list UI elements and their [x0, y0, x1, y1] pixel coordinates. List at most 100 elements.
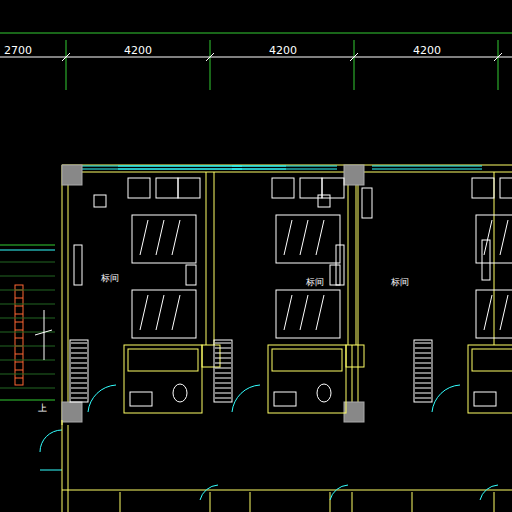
plan-line: [62, 165, 512, 166]
plan-line: [0, 360, 55, 361]
plan-line: [215, 358, 231, 359]
plan-rect: [472, 349, 512, 371]
plan-line: [0, 318, 55, 319]
plan-line: [232, 166, 337, 167]
plan-line: [415, 368, 431, 369]
plan-line: [372, 166, 482, 167]
plan-line: [62, 165, 63, 425]
plan-line: [0, 290, 55, 291]
plan-line: [71, 383, 87, 384]
door-swing: [88, 385, 116, 412]
plan-rect: [124, 345, 202, 413]
plan-line: [172, 220, 180, 255]
plan-line: [500, 220, 508, 255]
plan-line: [62, 172, 512, 173]
door-swing: [330, 485, 348, 500]
room-label: 标间: [391, 278, 409, 287]
plan-line: [215, 383, 231, 384]
plan-rect: [344, 165, 364, 185]
plan-line: [15, 314, 23, 315]
plan-line: [330, 492, 331, 512]
plan-line: [316, 220, 324, 255]
plan-rect: [94, 195, 106, 207]
plan-rect: [186, 265, 196, 285]
plan-line: [484, 295, 492, 330]
plan-rect: [74, 245, 82, 285]
dimension-text: 4200: [269, 45, 297, 56]
plan-rect: [62, 165, 82, 185]
plan-line: [15, 370, 23, 371]
plan-line: [210, 40, 211, 90]
plan-rect: [276, 290, 340, 338]
dimension-text: 2700: [4, 45, 32, 56]
plan-line: [352, 492, 353, 512]
plan-line: [300, 295, 308, 330]
plan-line: [71, 398, 87, 399]
plan-rect: [70, 340, 88, 402]
plan-line: [214, 172, 215, 345]
plan-line: [62, 490, 512, 491]
plan-line: [250, 492, 251, 512]
plan-rect: [132, 215, 196, 263]
plan-rect: [268, 345, 346, 413]
plan-line: [415, 348, 431, 349]
plan-line: [71, 378, 87, 379]
plan-line: [498, 40, 499, 90]
plan-line: [120, 492, 121, 512]
plan-rect: [346, 345, 364, 367]
plan-rect: [272, 349, 342, 371]
plan-line: [284, 295, 292, 330]
plan-line: [140, 220, 148, 255]
plan-line: [356, 172, 357, 345]
door-swing: [480, 485, 498, 500]
door-swing: [200, 485, 218, 500]
plan-line: [71, 353, 87, 354]
plan-line: [415, 353, 431, 354]
plan-rect: [128, 178, 150, 198]
plan-rect: [362, 188, 372, 218]
plan-rect: [500, 178, 512, 198]
plan-line: [15, 306, 23, 307]
plan-line: [0, 262, 55, 263]
plan-rect: [414, 340, 432, 402]
plan-line: [215, 343, 231, 344]
plan-line: [0, 57, 512, 58]
plan-line: [232, 169, 337, 170]
plan-rect: [274, 392, 296, 406]
plan-line: [415, 343, 431, 344]
plan-rect: [476, 215, 512, 263]
plan-rect: [178, 178, 200, 198]
plan-line: [15, 378, 23, 379]
plan-rect: [468, 345, 512, 413]
plan-line: [215, 368, 231, 369]
plan-line: [71, 373, 87, 374]
room-label: 上: [38, 404, 47, 413]
plan-line: [172, 295, 180, 330]
plan-line: [15, 330, 23, 331]
plan-line: [415, 373, 431, 374]
plan-line: [15, 322, 23, 323]
plan-rect: [330, 265, 340, 285]
plan-rect: [474, 392, 496, 406]
plan-line: [415, 358, 431, 359]
plan-line: [415, 388, 431, 389]
plan-line: [215, 363, 231, 364]
plan-line: [15, 338, 23, 339]
plan-line: [71, 393, 87, 394]
plan-line: [348, 172, 349, 345]
plan-line: [0, 388, 55, 389]
plan-line: [156, 295, 164, 330]
door-swing: [232, 385, 260, 412]
plan-line: [140, 295, 148, 330]
plan-line: [15, 298, 23, 299]
plan-rect: [272, 178, 294, 198]
plan-line: [494, 492, 495, 512]
plan-line: [0, 245, 55, 246]
plan-line: [0, 400, 55, 401]
plan-line: [206, 172, 207, 345]
door-swing: [432, 385, 460, 412]
room-label: 标间: [306, 278, 324, 287]
plan-line: [215, 398, 231, 399]
plan-line: [71, 348, 87, 349]
plan-line: [0, 276, 55, 277]
